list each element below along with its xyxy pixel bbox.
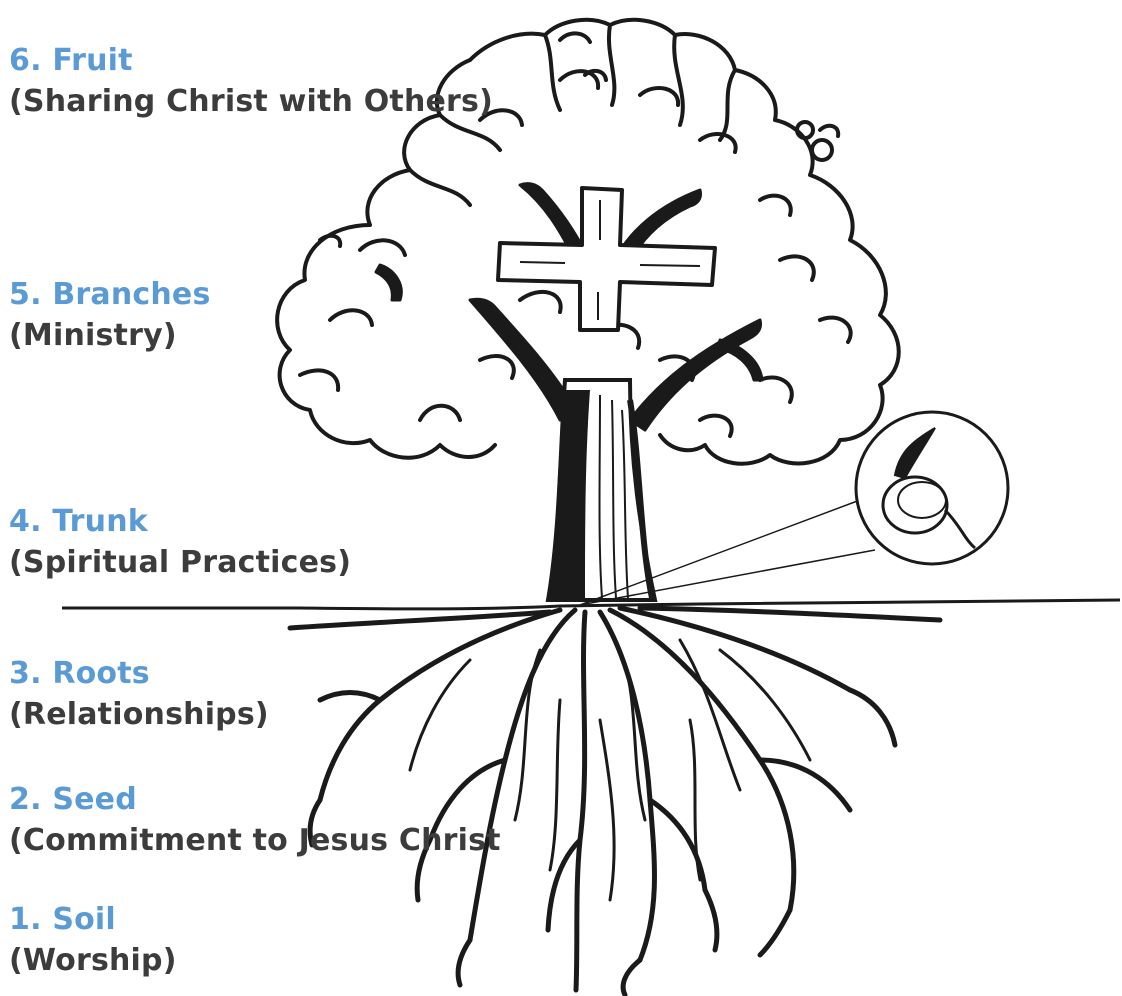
stage-trunk: 4. Trunk (Spiritual Practices) xyxy=(9,504,352,580)
ground-line xyxy=(62,598,1121,611)
stage-number: 3. Roots xyxy=(9,656,150,691)
stage-branches: 5. Branches (Ministry) xyxy=(9,277,211,353)
stage-description: (Worship) xyxy=(9,942,177,978)
stage-soil: 1. Soil (Worship) xyxy=(9,902,177,978)
roots xyxy=(287,605,943,996)
seed-callout xyxy=(579,410,1010,606)
roots-fine xyxy=(408,638,812,902)
stage-roots: 3. Roots (Relationships) xyxy=(9,656,269,732)
stage-description: (Spiritual Practices) xyxy=(9,544,352,580)
stage-number: 5. Branches xyxy=(9,277,211,312)
stage-seed: 2. Seed (Commitment to Jesus Christ xyxy=(9,782,501,858)
stage-description: (Commitment to Jesus Christ xyxy=(9,822,501,858)
trunk xyxy=(545,378,658,602)
cross xyxy=(496,186,717,332)
stage-description: (Sharing Christ with Others) xyxy=(9,83,494,119)
stage-fruit: 6. Fruit (Sharing Christ with Others) xyxy=(9,43,494,119)
stage-number: 6. Fruit xyxy=(9,43,133,78)
stage-number: 1. Soil xyxy=(9,902,116,937)
stage-description: (Relationships) xyxy=(9,696,269,732)
stage-number: 2. Seed xyxy=(9,782,137,817)
stage-description: (Ministry) xyxy=(9,317,177,353)
stage-number: 4. Trunk xyxy=(9,504,148,539)
canopy xyxy=(275,17,901,466)
